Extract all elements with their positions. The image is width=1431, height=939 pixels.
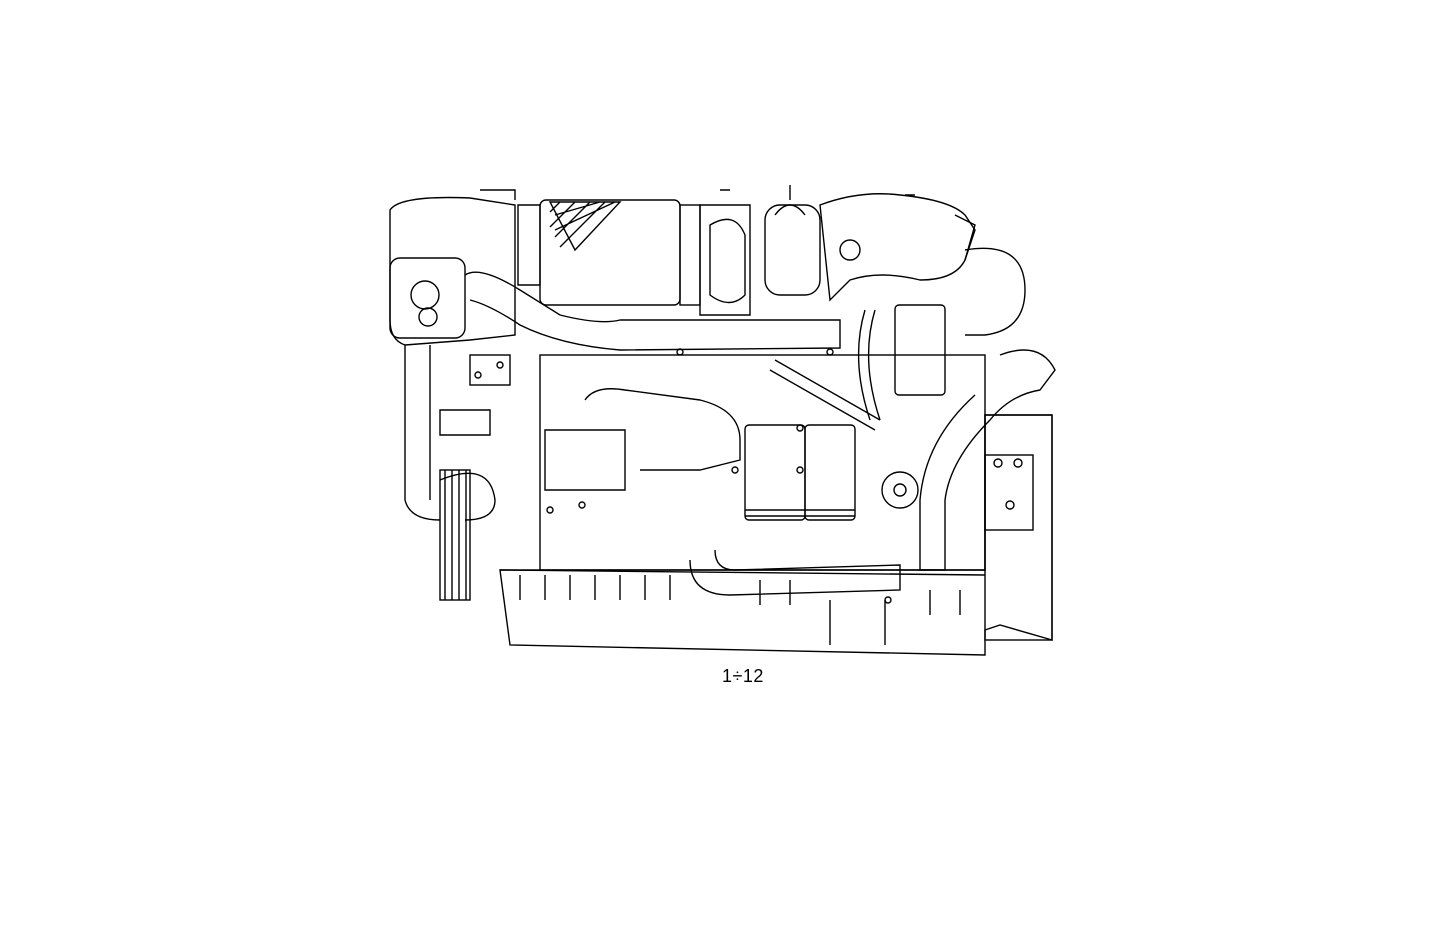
fuel-filter-2	[804, 424, 856, 521]
lower-pipe	[689, 549, 901, 596]
exhaust-elbow	[819, 193, 976, 302]
flywheel-housing	[984, 414, 1053, 641]
water-pump	[544, 388, 741, 491]
oil-sump	[499, 414, 1053, 656]
sump-line	[499, 569, 986, 576]
mount-plate	[984, 454, 1034, 531]
intake-pipe	[464, 271, 841, 351]
fuel-filter-1	[744, 424, 806, 521]
turbocharger	[699, 204, 751, 316]
front-plate	[389, 257, 466, 339]
engine-block	[539, 354, 986, 571]
pulley-stack	[439, 469, 471, 601]
sump-ribs	[519, 575, 961, 645]
figure-caption: 1÷12	[722, 666, 764, 686]
oil-filter	[894, 304, 946, 396]
expansion-tank	[764, 204, 821, 296]
front-pipe	[404, 345, 441, 521]
right-pipe	[919, 349, 1056, 571]
front-cover	[389, 196, 516, 346]
